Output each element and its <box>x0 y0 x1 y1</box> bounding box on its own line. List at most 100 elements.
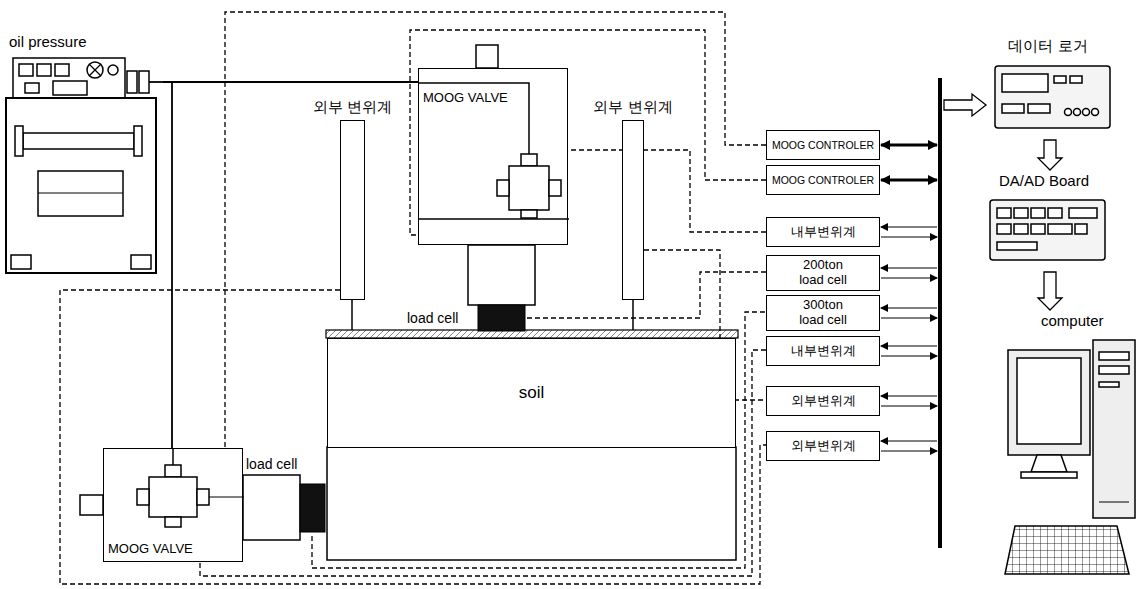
shape-rect <box>509 166 549 210</box>
gauge-rod <box>632 300 634 330</box>
shape-circle <box>1065 109 1072 116</box>
bus-link <box>881 237 937 238</box>
shape-rect <box>521 154 537 166</box>
shape-rect <box>990 200 1105 260</box>
controller-box: MOOG CONTROLER <box>766 165 880 195</box>
shape-rect <box>300 484 325 532</box>
shape-rect <box>1014 224 1028 234</box>
shape-line <box>38 193 123 194</box>
shape-circle <box>1074 109 1081 116</box>
node-label: load cell <box>407 310 458 326</box>
shape-rect <box>1014 208 1028 218</box>
node-label: MOOG VALVE <box>108 542 193 557</box>
node-label: 데이터 로거 <box>1008 38 1088 55</box>
connector <box>568 150 766 232</box>
connector <box>312 312 766 568</box>
node-label: computer <box>1041 312 1104 329</box>
connector <box>1038 140 1062 170</box>
bus-bar <box>938 78 942 548</box>
data-logger: 데이터 로거 <box>990 38 1115 138</box>
bus-link <box>881 227 937 228</box>
shape-rect <box>997 224 1011 234</box>
shape-rect <box>497 180 509 196</box>
node-label: load cell <box>246 456 297 472</box>
shape-polygon <box>1031 455 1067 472</box>
bus-link <box>881 318 937 319</box>
bus-link <box>881 179 937 182</box>
computer: computer <box>1005 312 1139 584</box>
bus-link <box>881 406 937 407</box>
load-cell: load cell <box>246 456 328 536</box>
shape-rect <box>13 58 125 98</box>
shape-rect <box>165 517 181 527</box>
shape-rect <box>1048 224 1072 234</box>
bus-link <box>881 356 937 357</box>
shape-line <box>419 218 569 220</box>
bus-link <box>881 451 937 452</box>
shape-rect <box>478 305 525 331</box>
shape-rect <box>197 489 209 505</box>
shape-line <box>149 81 163 83</box>
shape-rect <box>131 255 151 269</box>
computer-art <box>1005 312 1139 584</box>
shape-rect <box>6 98 156 273</box>
shape-rect <box>53 81 87 95</box>
node-label: MOOG VALVE <box>423 91 508 106</box>
node-label: 외부 변위계 <box>313 99 393 116</box>
connector <box>1038 272 1062 310</box>
node-label: 외부 변위계 <box>593 99 673 116</box>
shape-rect <box>11 255 31 269</box>
shape-circle <box>1092 109 1099 116</box>
shape-rect <box>1048 208 1062 218</box>
gauge-rod <box>351 300 353 330</box>
node-label: 외부변위계 <box>791 394 856 409</box>
shape-rect <box>1008 350 1090 455</box>
da-ad-board: DA/AD Board <box>985 172 1110 270</box>
shape-rect <box>1054 76 1066 83</box>
shape-rect <box>134 126 142 156</box>
servo-valve: MOOG VALVE <box>418 68 568 245</box>
bus-link <box>881 441 937 442</box>
shape-rect <box>165 465 181 477</box>
shape-rect <box>1021 472 1077 478</box>
shape-path <box>419 83 529 154</box>
bus-link <box>881 396 937 397</box>
valve-top-cap <box>476 45 498 68</box>
bus-link <box>881 278 937 279</box>
instrument-box: 200ton load cell <box>766 255 880 291</box>
shape-rect <box>1031 224 1045 234</box>
shape-rect <box>1070 76 1082 83</box>
connector <box>225 12 766 448</box>
node-label: MOOG CONTROLER <box>772 174 874 186</box>
shape-rect <box>1002 104 1024 113</box>
load-cell: load cell <box>405 305 527 331</box>
shape-rect <box>1031 208 1045 218</box>
shape-circle <box>1083 109 1090 116</box>
shape-rect <box>137 489 149 505</box>
shape-rect <box>55 64 69 76</box>
node-label: soil <box>519 383 545 403</box>
shape-rect <box>1069 208 1097 218</box>
lower-box <box>327 447 736 560</box>
shape-line <box>172 449 174 465</box>
loading-plate <box>326 330 738 338</box>
node-label: 내부변위계 <box>791 344 856 359</box>
instrument-box: 내부변위계 <box>766 217 880 247</box>
shape-circle <box>108 65 118 75</box>
shape-rect <box>25 83 39 93</box>
connector <box>163 81 418 83</box>
bus-link <box>881 346 937 347</box>
controller-box: MOOG CONTROLER <box>766 130 880 160</box>
servo-valve: MOOG VALVE <box>103 448 243 562</box>
shape-line <box>209 496 244 497</box>
shape-rect <box>149 477 197 517</box>
bus-link <box>881 144 937 147</box>
node-label: 200ton load cell <box>791 258 855 288</box>
hollow-arrow <box>944 94 986 116</box>
valve-knob <box>80 495 103 515</box>
shape-polygon <box>1005 526 1129 574</box>
oil-pressure-unit-art <box>3 33 163 278</box>
shape-rect <box>1099 366 1129 374</box>
node-label: oil pressure <box>9 33 87 50</box>
